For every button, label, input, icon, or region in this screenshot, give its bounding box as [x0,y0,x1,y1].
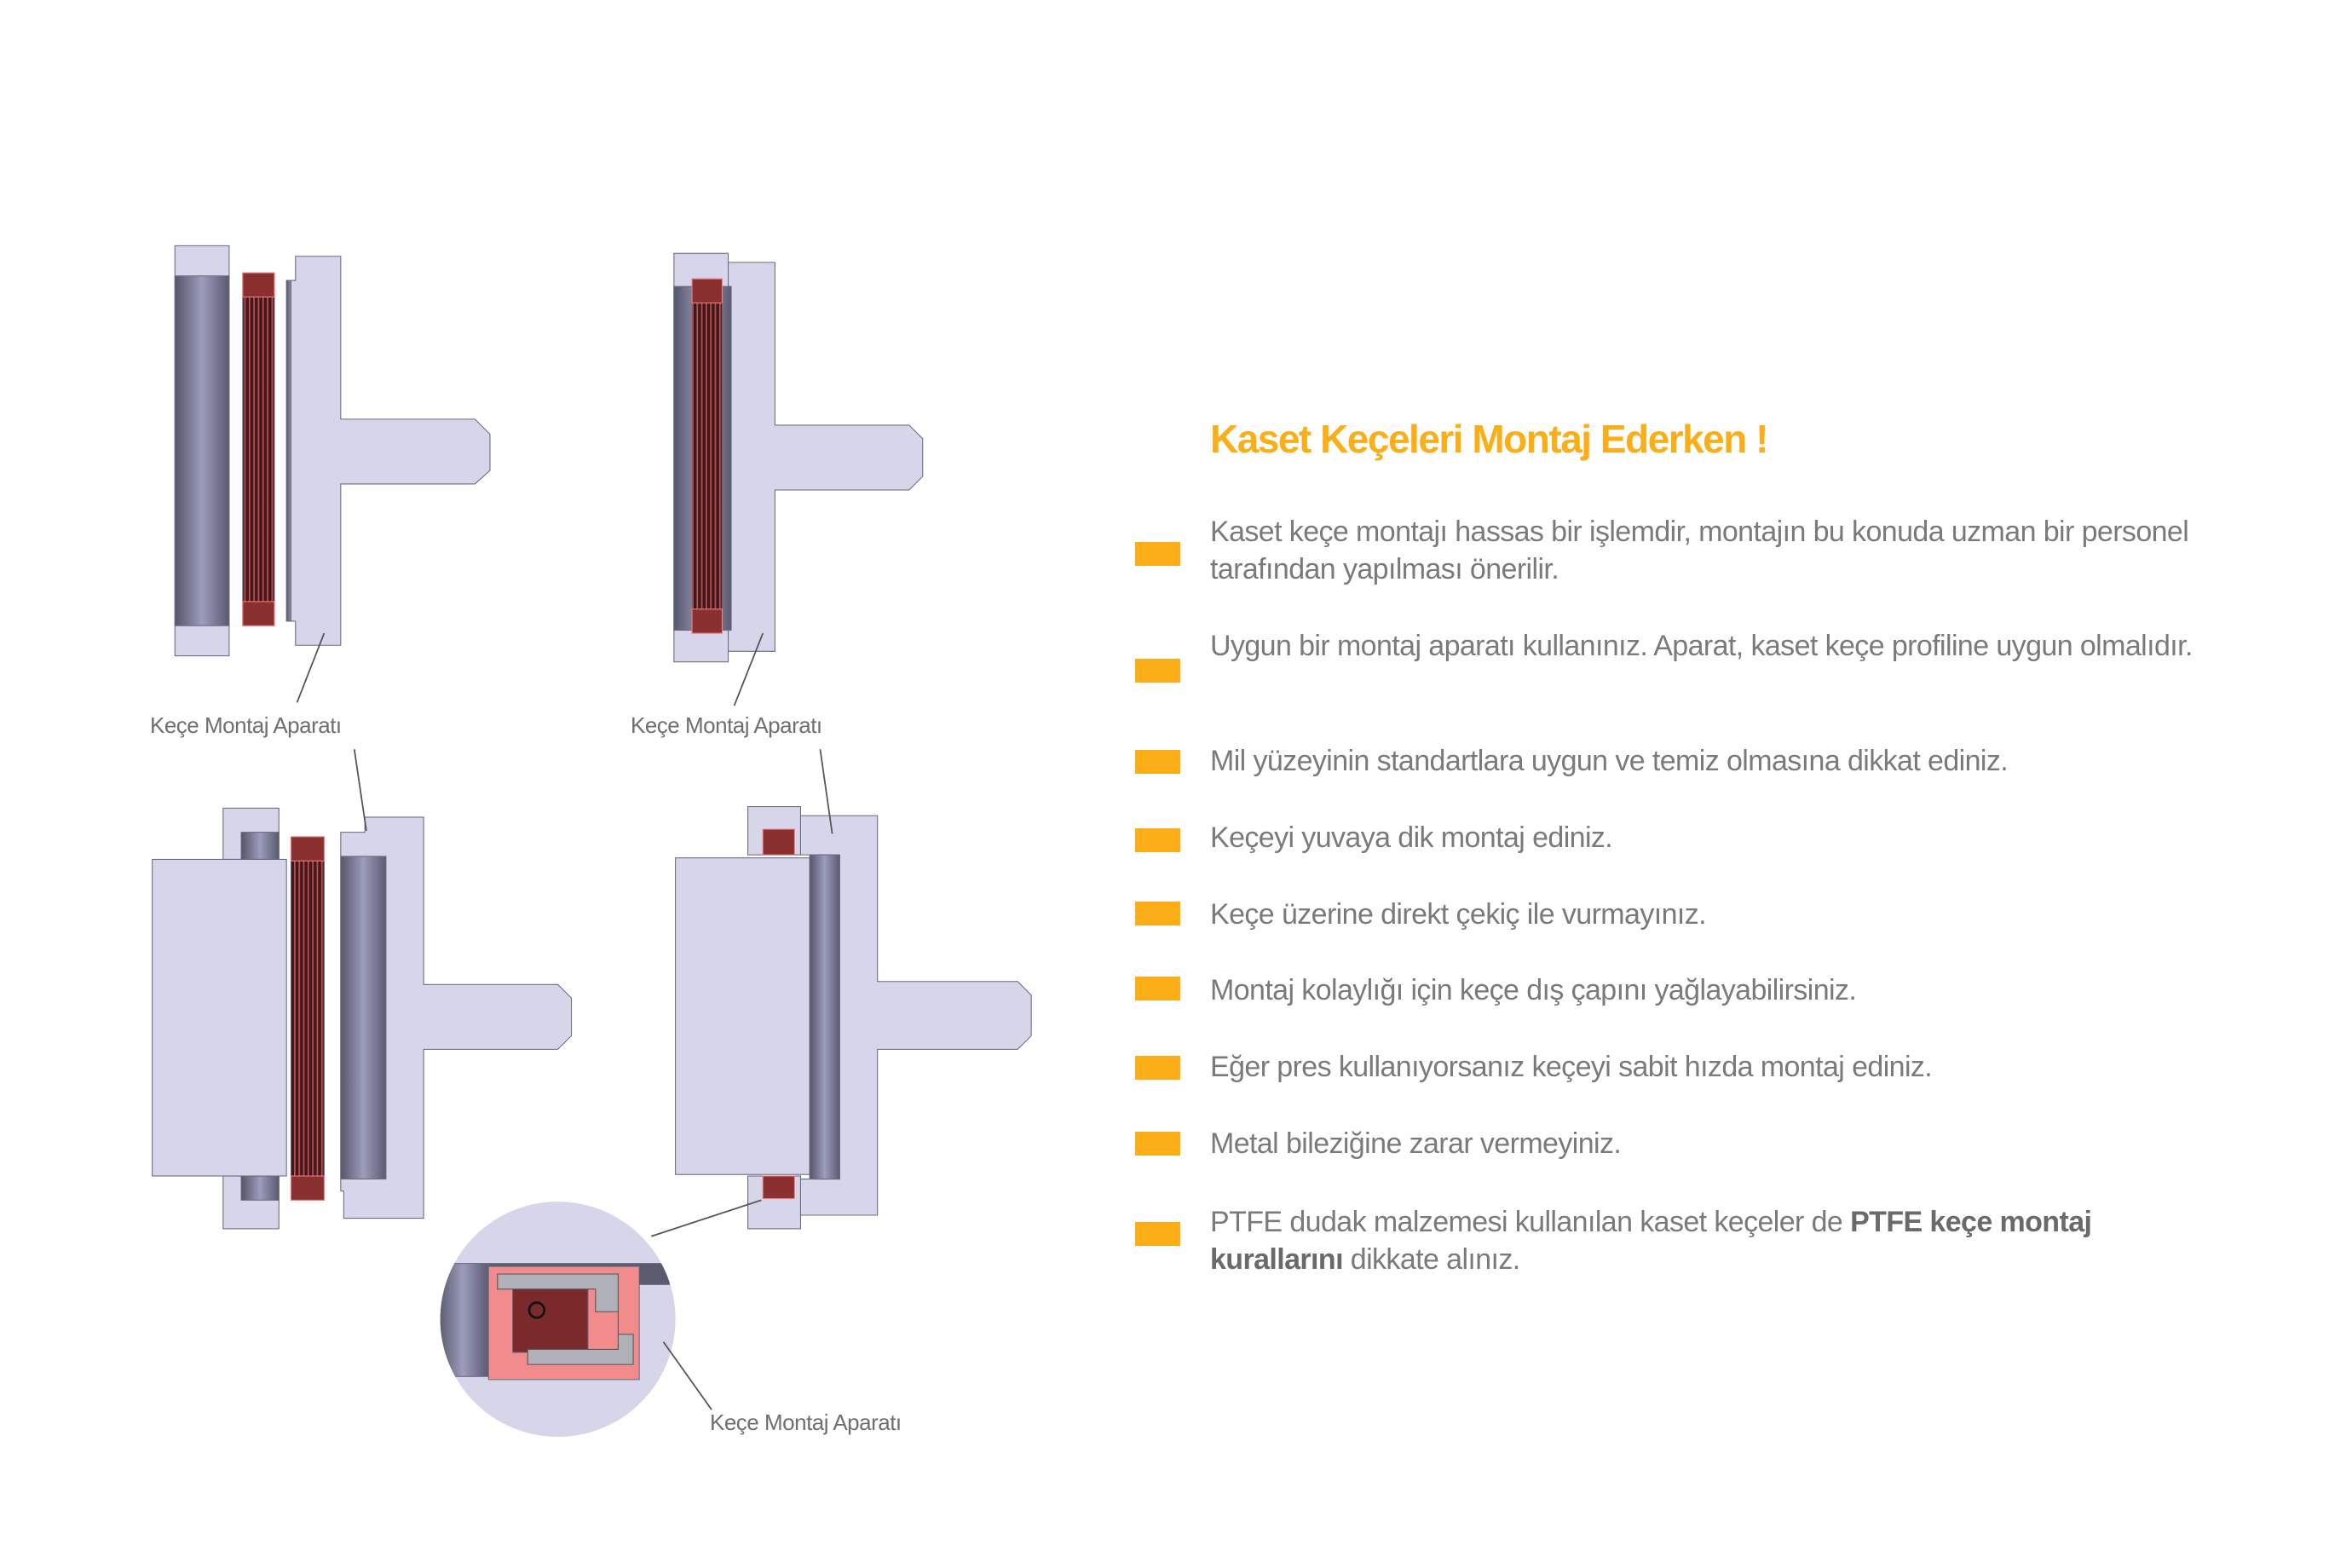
bullet-icon [1135,902,1180,925]
apparatus-label-3: Keçe Montaj Aparatı [710,1409,902,1435]
bullet-icon [1135,1056,1180,1080]
list-item: Uygun bir montaj aparatı kullanınız. Apa… [1210,630,2193,662]
list-item: Kaset keçe montajı hassas bir işlemdir, … [1210,516,2189,585]
list-item: Keçeyi yuvaya dik montaj ediniz. [1210,821,1613,854]
bullet-icon [1135,1132,1180,1156]
diagram-exploded-2 [152,807,573,1230]
item-text-bold: PTFE keçe montaj kurallarını [1210,1206,2092,1276]
list-item: Montaj kolaylığı için keçe dış çapını ya… [1210,974,1857,1006]
detail-zoom-circle [440,1202,676,1438]
apparatus-label-2: Keçe Montaj Aparatı [631,712,822,738]
bullet-icon [1135,659,1180,683]
bullet-icon [1135,542,1180,566]
apparatus-label-1: Keçe Montaj Aparatı [150,712,342,738]
item-text: dikkate alınız. [1342,1243,1520,1276]
diagram-mounted-2 [675,806,1032,1230]
bullet-icon [1135,750,1180,774]
list-item: Eğer pres kullanıyorsanız keçeyi sabit h… [1210,1051,1933,1083]
list-item: PTFE dudak malzemesi kullanılan kaset ke… [1210,1203,2216,1278]
bullet-icon [1135,977,1180,1000]
list-item: Metal bileziğine zarar vermeyiniz. [1210,1127,1622,1160]
list-item: Keçe üzerine direkt çekiç ile vurmayınız… [1210,898,1707,931]
page-title: Kaset Keçeleri Montaj Ederken ! [1210,417,1768,461]
item-text: PTFE dudak malzemesi kullanılan kaset ke… [1210,1206,1851,1238]
leader-lines [296,632,833,1410]
diagram-exploded-1 [174,245,491,657]
list-item: Mil yüzeyinin standartlara uygun ve temi… [1210,745,2009,777]
bullet-icon [1135,828,1180,852]
bullet-icon [1135,1222,1180,1246]
diagram-mounted-1 [673,252,924,663]
